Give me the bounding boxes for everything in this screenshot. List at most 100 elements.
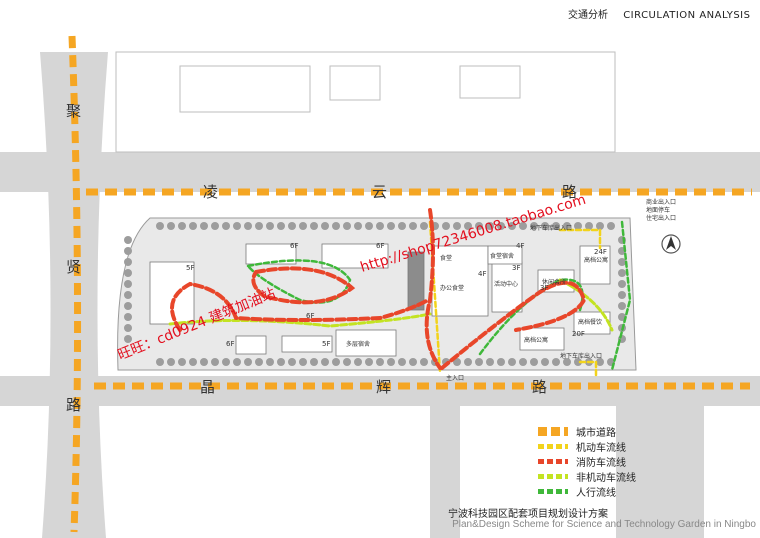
fire-flow-spine [424, 208, 442, 370]
tree-icon [124, 247, 132, 255]
tree-icon [596, 358, 604, 366]
floor-5f-b: 5F [322, 340, 330, 348]
label-canteen: 食堂 [440, 254, 452, 262]
tree-icon [200, 222, 208, 230]
tree-icon [178, 222, 186, 230]
south-branch-road [430, 400, 460, 538]
legend-label: 非机动车流线 [576, 473, 636, 484]
tree-icon [310, 222, 318, 230]
tree-icon [563, 358, 571, 366]
tree-icon [519, 222, 527, 230]
tree-icon [365, 222, 373, 230]
tree-icon [596, 222, 604, 230]
north-arrow-icon [661, 234, 681, 254]
tree-icon [343, 358, 351, 366]
label-apartment: 高档公寓 [584, 256, 608, 264]
label-apartment-2: 高档公寓 [524, 336, 548, 344]
label-service: 高档餐饮 [578, 318, 602, 326]
tree-icon [124, 280, 132, 288]
legend: 城市道路机动车流线消防车流线非机动车流线人行流线 [538, 424, 636, 499]
tree-icon [618, 280, 626, 288]
tree-icon [398, 222, 406, 230]
tree-icon [486, 222, 494, 230]
header-title-cn: 交通分析 [568, 10, 608, 21]
tree-icon [618, 302, 626, 310]
legend-swatch [538, 489, 568, 494]
tree-icon [200, 358, 208, 366]
fire-flow-west-loop [251, 266, 356, 305]
sheet-header: 交通分析 CIRCULATION ANALYSIS [568, 6, 750, 21]
tree-icon [178, 358, 186, 366]
north-blocks [115, 51, 616, 153]
tree-icon [222, 222, 230, 230]
tree-icon [266, 222, 274, 230]
bike-flow-main [168, 312, 432, 328]
tree-icon [409, 358, 417, 366]
tree-icon [124, 269, 132, 277]
tree-icon [376, 358, 384, 366]
tree-icon [398, 358, 406, 366]
tree-icon [124, 236, 132, 244]
tree-icon [156, 358, 164, 366]
north-road-surface [0, 152, 760, 192]
tree-icon [563, 222, 571, 230]
building-south-2 [281, 335, 333, 353]
floor-3f-b: 3F [540, 284, 548, 292]
west-road-char-3: 路 [66, 396, 81, 414]
tree-icon [409, 222, 417, 230]
tree-icon [453, 358, 461, 366]
east-lot [640, 196, 760, 366]
label-office: 办公食堂 [440, 284, 464, 292]
tree-icon [420, 358, 428, 366]
floor-6f-c: 6F [226, 340, 234, 348]
tree-icon [475, 358, 483, 366]
building-canteen [431, 245, 489, 317]
tree-icon [420, 222, 428, 230]
legend-swatch [538, 427, 568, 436]
legend-item: 消防车流线 [538, 454, 636, 469]
west-road-line [68, 35, 82, 533]
label-right-2: 地面停车 [646, 206, 670, 214]
tree-icon [497, 358, 505, 366]
west-road-surface [40, 52, 108, 538]
south-road-char-3: 路 [532, 378, 547, 396]
tree-icon [288, 358, 296, 366]
south-east-road [616, 400, 704, 538]
north-building-2 [329, 65, 381, 101]
tree-icon [156, 222, 164, 230]
tree-icon [387, 222, 395, 230]
footer-title-en: Plan&Design Scheme for Science and Techn… [452, 519, 756, 530]
floor-5f: 5F [186, 264, 194, 272]
pedestrian-flow-east [610, 220, 632, 372]
label-right-1: 商业出入口 [646, 198, 676, 206]
tree-icon [618, 291, 626, 299]
tree-icon [277, 222, 285, 230]
tree-icon [508, 222, 516, 230]
legend-item: 城市道路 [538, 424, 636, 439]
building-dorm-south [335, 329, 397, 357]
building-apartment [579, 245, 611, 285]
tree-icon [508, 358, 516, 366]
road-names: 凌 云 路 晶 辉 路 聚 贤 路 [66, 102, 577, 414]
city-road-lines [68, 35, 752, 533]
tree-icon [574, 358, 582, 366]
vehicle-flow-garage-bottom [578, 360, 598, 378]
north-block-outline [115, 51, 616, 153]
tree-icon [332, 222, 340, 230]
tree-icon [552, 222, 560, 230]
fire-flow-east [440, 280, 587, 370]
building-north-2 [321, 243, 389, 269]
tree-icon [618, 258, 626, 266]
tree-icon [288, 222, 296, 230]
tree-icon [299, 222, 307, 230]
tree-icon [255, 358, 263, 366]
tree-icon [189, 222, 197, 230]
tree-icon [574, 222, 582, 230]
tree-icon [222, 358, 230, 366]
road-surfaces [0, 52, 760, 538]
floor-20f: 20F [572, 330, 585, 338]
tree-icon [244, 222, 252, 230]
legend-label: 人行流线 [576, 488, 616, 499]
tree-icon [332, 358, 340, 366]
floor-labels: 5F 6F 6F 6F 4F 4F 3F 3F 24F 20F 6F 5F [186, 242, 607, 348]
